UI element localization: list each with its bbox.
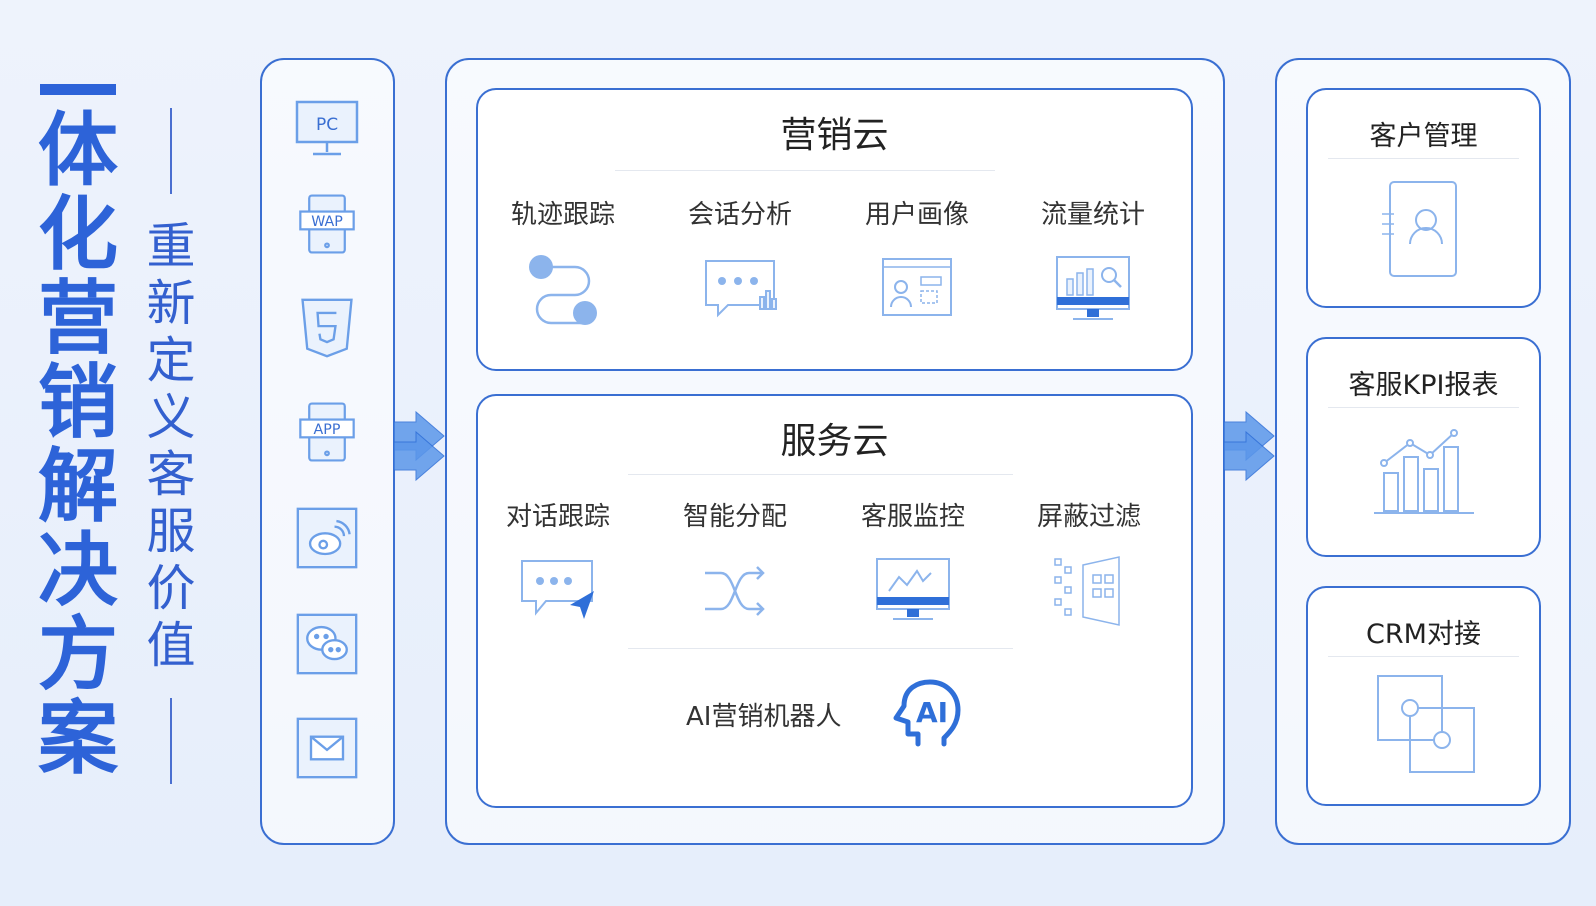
divider bbox=[615, 170, 995, 171]
output-card-customer: 客户管理 bbox=[1306, 88, 1541, 308]
main-title-char: 案 bbox=[38, 692, 118, 785]
item-smart-assign: 智能分配 bbox=[660, 496, 810, 627]
chat-analysis-icon bbox=[705, 260, 777, 318]
item-label: 智能分配 bbox=[682, 502, 787, 532]
divider bbox=[628, 648, 1013, 649]
main-title-char: 决 bbox=[38, 524, 118, 617]
subtitle-char: 重 bbox=[146, 218, 196, 275]
output-title: CRM对接 bbox=[1366, 619, 1481, 650]
title-dash bbox=[40, 84, 116, 95]
main-title-char: 营 bbox=[38, 272, 118, 365]
item-label: 客服监控 bbox=[860, 502, 965, 532]
traffic-stats-icon bbox=[1056, 256, 1130, 320]
main-title-char: 方 bbox=[38, 608, 118, 701]
item-label: 会话分析 bbox=[687, 200, 792, 230]
item-chat-analysis: 会话分析 bbox=[665, 194, 815, 333]
main-title-char: 化 bbox=[38, 188, 118, 281]
ai-robot-icon: AI bbox=[893, 679, 961, 747]
output-title: 客户管理 bbox=[1369, 121, 1478, 152]
crm-link-icon bbox=[1377, 675, 1475, 773]
ai-robot-label: AI营销机器人 bbox=[686, 702, 842, 732]
item-user-profile: 用户画像 bbox=[842, 194, 992, 333]
weibo-icon bbox=[293, 506, 361, 570]
html5-icon bbox=[293, 296, 361, 360]
user-profile-icon bbox=[882, 258, 952, 316]
service-cloud-panel: 服务云 对话跟踪 智能分配 客服监控 屏蔽过滤 bbox=[476, 394, 1193, 808]
main-title-char: 体 bbox=[38, 104, 118, 197]
service-cloud-title: 服务云 bbox=[780, 421, 889, 462]
item-label: 对话跟踪 bbox=[505, 502, 610, 532]
main-title: 体 化 营 销 解 决 方 案 bbox=[30, 78, 126, 781]
kpi-chart-icon bbox=[1374, 429, 1474, 514]
divider bbox=[1328, 158, 1519, 159]
output-title: 客服KPI报表 bbox=[1348, 370, 1499, 401]
trajectory-icon bbox=[529, 255, 597, 325]
pc-icon: PC bbox=[293, 96, 361, 160]
subtitle-line-bottom bbox=[170, 698, 172, 784]
subtitle-line-top bbox=[170, 108, 172, 194]
subtitle-char: 值 bbox=[146, 617, 196, 674]
item-trajectory: 轨迹跟踪 bbox=[488, 194, 638, 333]
item-block-filter: 屏蔽过滤 bbox=[1014, 496, 1164, 627]
divider bbox=[1328, 407, 1519, 408]
shuffle-icon bbox=[705, 566, 765, 616]
main-title-char: 销 bbox=[38, 356, 118, 449]
divider bbox=[1328, 656, 1519, 657]
marketing-cloud-title: 营销云 bbox=[780, 115, 889, 156]
monitor-icon bbox=[876, 558, 950, 620]
flow-arrow-in bbox=[393, 410, 445, 482]
email-icon bbox=[293, 716, 361, 780]
subtitle-char: 服 bbox=[146, 503, 196, 560]
wechat-icon bbox=[293, 612, 361, 676]
subtitle: 重 新 定 义 客 服 价 值 bbox=[142, 108, 200, 784]
divider bbox=[628, 474, 1013, 475]
marketing-cloud-panel: 营销云 轨迹跟踪 会话分析 用户画像 流量统计 bbox=[476, 88, 1193, 371]
wap-label: WAP bbox=[311, 214, 343, 230]
item-label: 轨迹跟踪 bbox=[510, 200, 615, 230]
item-traffic-stats: 流量统计 bbox=[1018, 194, 1168, 333]
subtitle-char: 定 bbox=[146, 332, 196, 389]
dialog-tracking-icon bbox=[521, 560, 594, 619]
app-label: APP bbox=[314, 422, 341, 438]
subtitle-char: 新 bbox=[146, 275, 196, 332]
customer-card-icon bbox=[1382, 181, 1457, 277]
wap-icon: WAP bbox=[293, 192, 361, 256]
subtitle-char: 客 bbox=[146, 446, 196, 503]
filter-icon bbox=[1054, 556, 1120, 626]
output-card-kpi: 客服KPI报表 bbox=[1306, 337, 1541, 557]
subtitle-char: 价 bbox=[146, 560, 196, 617]
subtitle-char: 义 bbox=[146, 389, 196, 446]
item-cs-monitor: 客服监控 bbox=[838, 496, 988, 627]
output-card-crm: CRM对接 bbox=[1306, 586, 1541, 806]
flow-arrow-out bbox=[1223, 410, 1275, 482]
app-icon: APP bbox=[293, 400, 361, 464]
item-label: 用户画像 bbox=[864, 200, 969, 230]
pc-label: PC bbox=[316, 115, 338, 135]
item-label: 屏蔽过滤 bbox=[1036, 502, 1141, 532]
ai-robot-icon-text: AI bbox=[916, 696, 948, 729]
item-label: 流量统计 bbox=[1040, 200, 1145, 230]
main-title-char: 解 bbox=[38, 440, 118, 533]
item-dialog-tracking: 对话跟踪 bbox=[483, 496, 633, 627]
